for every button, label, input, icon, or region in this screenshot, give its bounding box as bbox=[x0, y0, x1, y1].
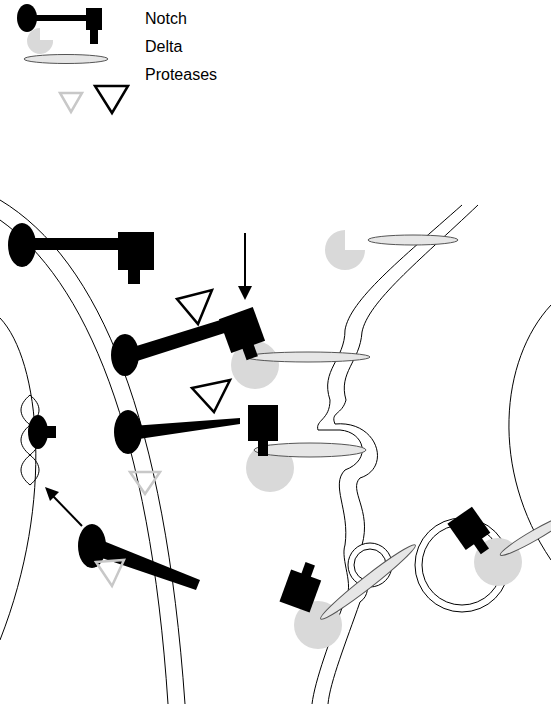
legend-label: Notch bbox=[145, 10, 187, 28]
left-nucleus bbox=[0, 318, 36, 640]
notch-receptor bbox=[8, 223, 154, 284]
legend-protease-sample bbox=[60, 86, 128, 113]
delta-endocytosis bbox=[279, 507, 551, 649]
delta-ligand bbox=[325, 230, 458, 270]
notch-release bbox=[45, 487, 200, 590]
legend-delta-sample bbox=[24, 28, 108, 64]
legend-label: Proteases bbox=[145, 66, 217, 84]
right-nucleus bbox=[509, 305, 551, 560]
legend-label: Delta bbox=[145, 38, 182, 56]
gamma-secretase bbox=[130, 472, 160, 494]
nicd-in-nucleus bbox=[28, 415, 56, 449]
notch-cleaved bbox=[114, 380, 366, 492]
left-membrane bbox=[0, 200, 185, 704]
